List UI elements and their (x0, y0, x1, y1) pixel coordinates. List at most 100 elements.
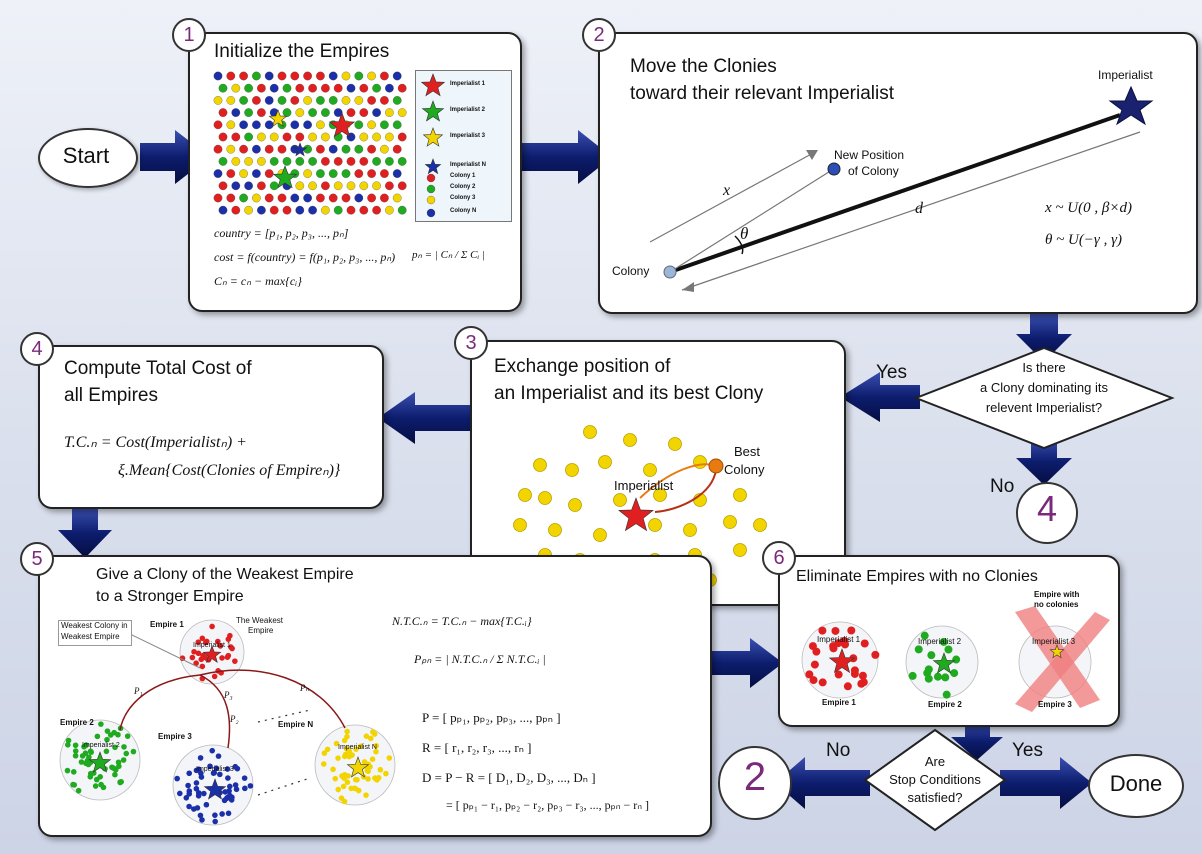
colony-dot (372, 157, 381, 166)
transfer-arrow-2 (199, 674, 231, 749)
empire2-colony-dot (117, 779, 123, 785)
step5-eq-pp: Pₚₙ = | N.T.C.ₙ / Σ N.T.C.ᵢ | (414, 652, 546, 666)
colony-dot (397, 181, 407, 191)
empire2-colony-dot (104, 728, 111, 734)
step5-eq-P: P = [ pₚ₁, pₚ₂, pₚ₃, ..., pₚₙ ] (422, 710, 561, 725)
empireN-colony-dot (375, 774, 382, 781)
empire2-colony-dot (64, 767, 71, 774)
decision2-no: No (826, 740, 851, 761)
colony-dot (663, 265, 677, 279)
colony-dot (653, 488, 667, 502)
colony-dot (282, 205, 292, 215)
eliminate-empire1-colony-dot (818, 626, 827, 635)
colony-dot (328, 169, 338, 178)
colony-dot (308, 83, 317, 93)
colony-dot (316, 120, 325, 130)
empire2-colony-dot (78, 759, 85, 765)
goto-4-label: 4 (1036, 488, 1058, 529)
step1-eq-cn: Cₙ = cₙ − max{cᵢ} (214, 274, 302, 288)
empire3-colony-dot (211, 769, 218, 776)
empireN-colony-dot (342, 751, 349, 758)
empire2-colony-dot (115, 759, 122, 766)
colony-dot (290, 193, 300, 203)
empireN-colony-dot (320, 761, 327, 767)
colony-dot (354, 144, 364, 154)
legend-label: Imperialist 1 (450, 81, 486, 87)
eliminate-empire1-colony-dot (860, 639, 869, 648)
step5-empire3: Empire 3 (158, 732, 192, 741)
colony-dot (239, 120, 248, 130)
empireN-colony-dot (377, 766, 384, 773)
empire3-colony-dot (234, 765, 241, 772)
empireN-colony-dot (373, 742, 380, 749)
colony-dot (252, 71, 261, 81)
step6-number: 6 (762, 541, 796, 575)
d-vector (669, 113, 1121, 274)
colony-dot (282, 132, 292, 142)
empire2-colony-dot (123, 750, 130, 757)
x-dim-head (806, 150, 818, 160)
eliminate-empire1-colony-dot (831, 626, 840, 635)
colony-dot (372, 132, 381, 142)
colony-dot (568, 498, 582, 512)
colony-dot (397, 83, 407, 93)
arrow-step4-to-step5 (58, 508, 112, 558)
colony-dot (231, 108, 241, 117)
empire1-colony-dot (225, 636, 232, 643)
colony-dot (359, 181, 369, 191)
start-terminal (38, 128, 138, 188)
step4-eq-line2: ξ.Mean{Cost(Clonies of Empireₙ)} (118, 462, 341, 479)
empire3-colony-dot (193, 785, 200, 792)
legend-imperialist-star (420, 73, 446, 97)
colony-dot (346, 205, 356, 215)
imperialist-n-star (292, 142, 308, 157)
eliminate-empire2-colony-dot (944, 645, 953, 654)
empireN-colony-dot (330, 766, 336, 773)
decision2-yes: Yes (1012, 740, 1043, 761)
empire3-colony-dot (225, 810, 232, 817)
colony-dot (538, 491, 552, 505)
colony-dot (385, 157, 394, 166)
empire1-colony-dot (225, 652, 232, 659)
cross-mark-stroke (1015, 612, 1110, 712)
colony-dot (392, 144, 402, 154)
step5-eq-D2: = [ pₚ₁ − r₁, pₚ₂ − r₂, pₚ₃ − r₃, ..., p… (446, 798, 650, 812)
colony-dot (380, 120, 389, 130)
empire1-colony-dot (232, 658, 238, 664)
step2-panel (598, 32, 1198, 314)
colony-dot (239, 96, 248, 105)
colony-dot (257, 205, 266, 215)
colony-dot (385, 205, 394, 215)
colony-dot (303, 96, 312, 105)
empire2-colony-dot (92, 783, 99, 789)
legend-imperialist-star (422, 127, 444, 147)
colony-dot (257, 157, 266, 166)
colony-dot (321, 205, 330, 215)
empire1-colony-dot (189, 654, 196, 661)
colony-dot (328, 144, 338, 154)
imperialist-2-star (272, 165, 298, 189)
colony-dot (244, 157, 253, 166)
colony-dot (346, 108, 356, 117)
eliminate-empire2-colony-dot (920, 631, 929, 640)
colony-dot (380, 169, 389, 178)
colony-dot (226, 120, 236, 130)
colony-dot (213, 96, 223, 105)
imperialist-2-star (88, 751, 112, 773)
colony-dot (277, 193, 287, 203)
colony-dot (282, 83, 292, 93)
step5-title-line2: to a Stronger Empire (96, 588, 244, 605)
empireN-colony-dot (324, 746, 331, 753)
colony-dot (392, 193, 402, 203)
arrow-decision2-no-to-2 (775, 757, 870, 809)
colony-dot (226, 144, 236, 154)
step3-best-line2: Colony (724, 462, 765, 477)
colony-dot (513, 518, 527, 532)
colony-dot (583, 425, 597, 439)
eliminate-empire1-colony-dot (810, 660, 819, 669)
step4-panel (38, 345, 384, 509)
colony-dot (290, 120, 300, 130)
empire2-colony-dot (107, 732, 114, 738)
legend-label: Colony 2 (450, 184, 476, 190)
